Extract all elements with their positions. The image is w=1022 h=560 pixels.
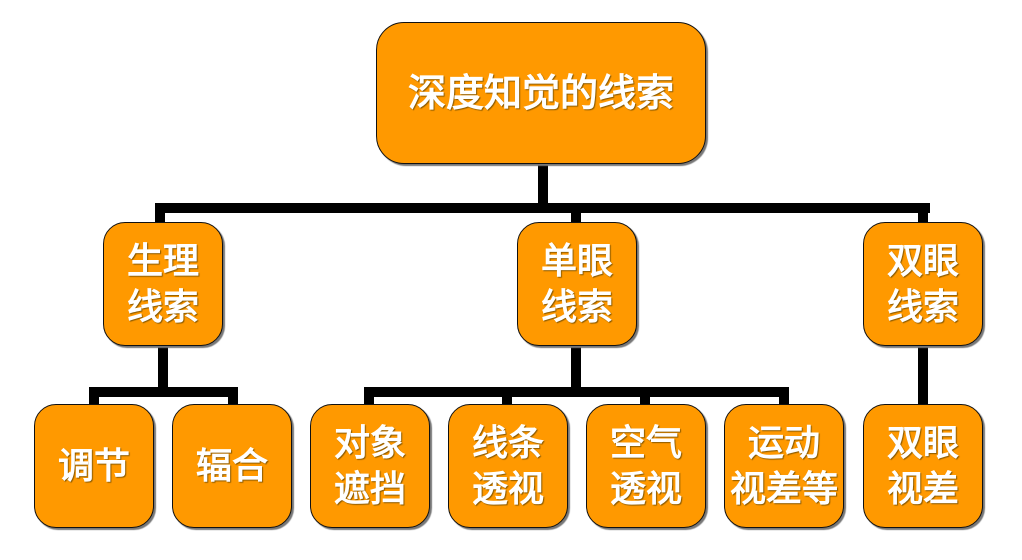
- node-label: 双眼 视差: [886, 422, 959, 510]
- connector-to-occlusion: [364, 387, 374, 407]
- node-label: 辐合: [195, 445, 268, 487]
- connector-to-convergence: [228, 387, 238, 407]
- connector-root-down: [538, 162, 548, 210]
- connector-monocular-down: [571, 344, 581, 394]
- connector-to-accommodation: [89, 387, 99, 407]
- node-label: 调节: [57, 445, 130, 487]
- node-label: 生理 线索: [126, 240, 199, 328]
- node-label: 空气 透视: [609, 422, 682, 510]
- connector-to-motion-parallax: [779, 387, 789, 407]
- node-binocular-disparity: 双眼 视差: [863, 404, 983, 528]
- node-root: 深度知觉的线索: [376, 22, 706, 164]
- node-label: 深度知觉的线索: [407, 70, 674, 115]
- node-label: 线条 透视: [471, 422, 544, 510]
- node-aerial-perspective: 空气 透视: [586, 404, 706, 528]
- node-motion-parallax: 运动 视差等: [724, 404, 844, 528]
- node-occlusion: 对象 遮挡: [310, 404, 430, 528]
- node-linear-perspective: 线条 透视: [448, 404, 568, 528]
- connector-to-binocular: [918, 203, 928, 225]
- connector-to-monocular: [571, 203, 581, 225]
- node-convergence: 辐合: [172, 404, 292, 528]
- node-label: 双眼 线索: [886, 240, 959, 328]
- connector-physiological-bar: [89, 387, 238, 397]
- node-label: 运动 视差等: [729, 422, 838, 510]
- node-accommodation: 调节: [34, 404, 154, 528]
- connector-physiological-down: [158, 344, 168, 394]
- connector-level2-bar: [155, 203, 930, 213]
- connector-to-linear-perspective: [502, 387, 512, 407]
- connector-to-aerial-perspective: [640, 387, 650, 407]
- connector-monocular-bar: [364, 387, 789, 397]
- connector-binocular-down: [918, 344, 928, 408]
- node-binocular-cues: 双眼 线索: [863, 222, 983, 346]
- node-label: 对象 遮挡: [333, 422, 406, 510]
- connector-to-physiological: [155, 203, 165, 225]
- node-label: 单眼 线索: [540, 240, 613, 328]
- node-monocular-cues: 单眼 线索: [517, 222, 637, 346]
- node-physiological-cues: 生理 线索: [103, 222, 223, 346]
